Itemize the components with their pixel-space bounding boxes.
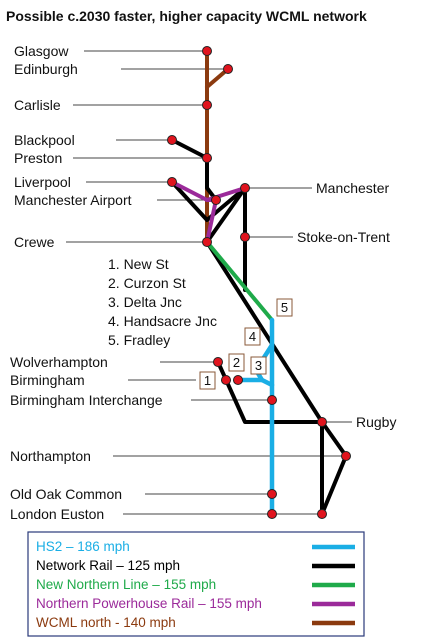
label-crewe: Crewe — [14, 234, 55, 250]
junction-number: 1 — [204, 373, 211, 388]
label-manchester: Manchester — [316, 180, 389, 196]
leader-lines — [66, 50, 352, 515]
junction-number: 5 — [281, 300, 288, 315]
label-london-euston: London Euston — [10, 506, 104, 522]
junction-box-3: 3 — [250, 356, 267, 375]
station-dot-london-euston — [317, 509, 327, 519]
junction-list-item: 3. Delta Jnc — [108, 294, 182, 310]
label-old-oak-common: Old Oak Common — [10, 486, 122, 502]
legend: HS2 – 186 mph Network Rail – 125 mph New… — [27, 531, 365, 637]
station-dots — [167, 46, 351, 519]
label-birmingham-interchange: Birmingham Interchange — [10, 392, 163, 408]
station-dot-london-euston-hs2 — [267, 509, 277, 519]
label-stoke: Stoke-on-Trent — [297, 229, 390, 245]
station-dot-preston — [202, 153, 212, 163]
label-glasgow: Glasgow — [14, 43, 69, 59]
junction-box-4: 4 — [244, 327, 261, 346]
legend-label-new-northern: New Northern Line – 155 mph — [36, 577, 216, 592]
station-dot-liverpool — [167, 177, 177, 187]
label-preston: Preston — [14, 150, 62, 166]
station-dot-stoke — [240, 232, 250, 242]
label-wolverhampton: Wolverhampton — [10, 354, 108, 370]
junction-box-1: 1 — [199, 371, 216, 390]
label-manchester-airport: Manchester Airport — [14, 192, 132, 208]
junction-number: 2 — [233, 355, 240, 370]
station-dot-carlisle — [202, 100, 212, 110]
junction-list-item: 1. New St — [108, 256, 169, 272]
label-edinburgh: Edinburgh — [14, 61, 78, 77]
station-dot-wolverhampton — [213, 357, 223, 367]
junction-box-2: 2 — [228, 353, 245, 372]
station-dot-manchester — [240, 183, 250, 193]
station-dot-manchester-airport — [211, 195, 221, 205]
station-dot-birmingham-curzon-st — [233, 375, 243, 385]
label-blackpool: Blackpool — [14, 132, 75, 148]
legend-label-network-rail: Network Rail – 125 mph — [36, 558, 180, 573]
label-rugby: Rugby — [356, 414, 396, 430]
junction-list-item: 2. Curzon St — [108, 275, 186, 291]
station-dot-edinburgh — [223, 64, 233, 74]
junction-number: 4 — [249, 329, 256, 344]
junction-box-5: 5 — [276, 298, 293, 317]
label-birmingham: Birmingham — [10, 372, 85, 388]
new-northern-line — [205, 240, 274, 322]
legend-label-wcml-north: WCML north - 140 mph — [36, 615, 176, 630]
legend-box — [27, 531, 365, 637]
legend-label-npr: Northern Powerhouse Rail – 155 mph — [36, 596, 262, 611]
junction-list-item: 4. Handsacre Jnc — [108, 313, 217, 329]
station-dot-rugby — [317, 417, 327, 427]
legend-label-hs2: HS2 – 186 mph — [36, 539, 130, 554]
station-dot-northampton — [341, 451, 351, 461]
station-dot-glasgow — [202, 46, 212, 56]
station-dot-old-oak-common — [267, 489, 277, 499]
station-dot-blackpool — [167, 135, 177, 145]
station-dot-birmingham-new-st — [221, 375, 231, 385]
label-northampton: Northampton — [10, 448, 91, 464]
junction-list-item: 5. Fradley — [108, 332, 170, 348]
station-dot-birmingham-interchange — [267, 395, 277, 405]
label-liverpool: Liverpool — [14, 174, 71, 190]
label-carlisle: Carlisle — [14, 97, 61, 113]
station-dot-crewe — [202, 237, 212, 247]
junction-number: 3 — [255, 358, 262, 373]
map-title: Possible c.2030 faster, higher capacity … — [6, 8, 367, 24]
